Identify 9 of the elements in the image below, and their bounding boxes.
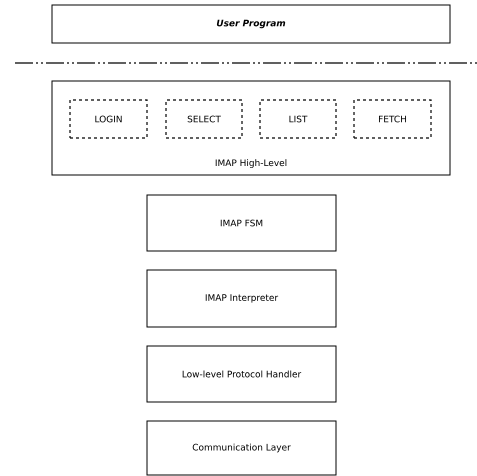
command-box: SELECT (165, 99, 243, 139)
command-box: FETCH (353, 99, 432, 139)
layer-box: IMAP FSM (146, 194, 336, 252)
command-box: LOGIN (69, 99, 148, 139)
layer-box: IMAP Interpreter (146, 269, 336, 328)
command-box: LIST (259, 99, 337, 139)
layer-box: User Program (52, 4, 450, 44)
layer-box: Low-level Protocol Handler (146, 345, 336, 402)
layer-box: Communication Layer (146, 420, 336, 476)
